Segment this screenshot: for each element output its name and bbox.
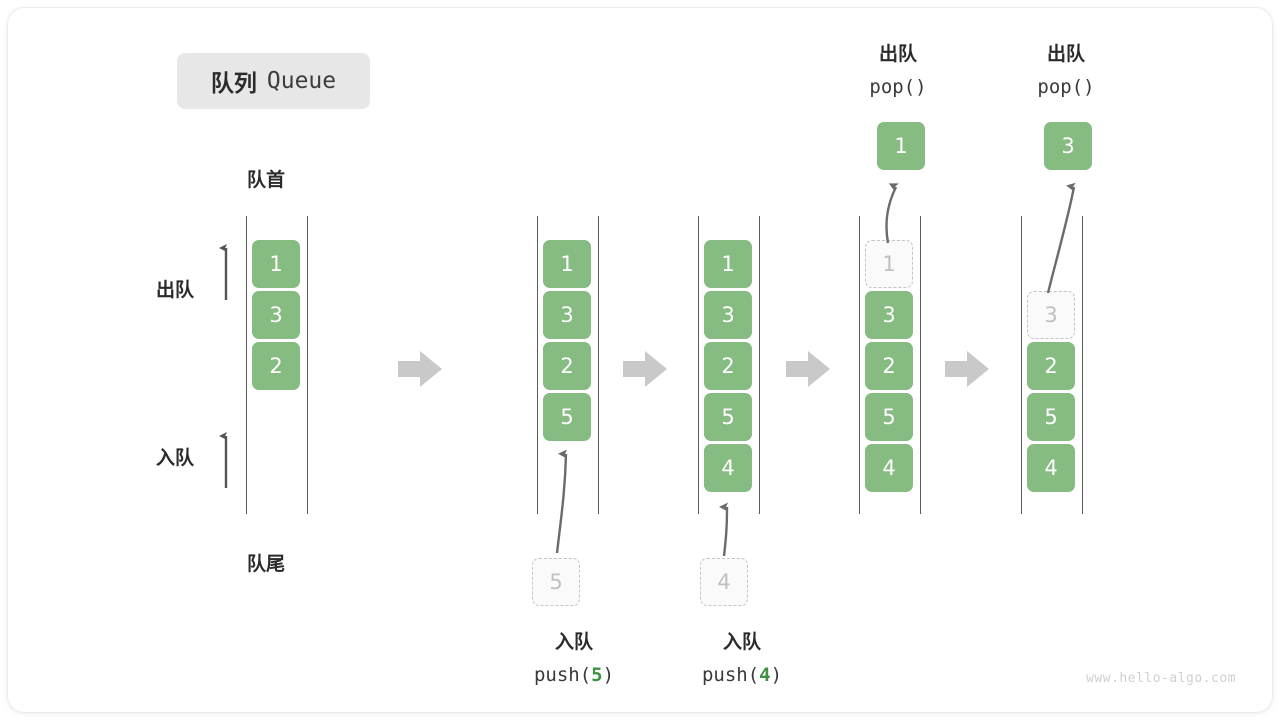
queue-cell: 3 — [252, 291, 300, 339]
title-cn: 队列 — [210, 70, 257, 96]
queue-cell: 5 — [1027, 393, 1075, 441]
popped-cell: 1 — [877, 122, 925, 170]
queue-stack-3: 1 3 2 5 4 — [704, 240, 752, 492]
step-arrow-icon — [945, 351, 989, 387]
incoming-ghost-cell: 4 — [700, 558, 748, 606]
direction-arrows — [219, 244, 228, 488]
queue-cell: 2 — [1027, 342, 1075, 390]
incoming-ghost-cell: 5 — [532, 558, 580, 606]
queue-cell: 1 — [543, 240, 591, 288]
queue-cell: 3 — [543, 291, 591, 339]
title-badge: 队列 Queue — [177, 53, 370, 109]
queue-rail-left-1 — [246, 216, 247, 514]
queue-cell: 5 — [704, 393, 752, 441]
queue-rail-left-2 — [537, 216, 538, 514]
watermark: www.hello-algo.com — [1086, 671, 1236, 686]
queue-rail-left-5 — [1021, 216, 1022, 514]
title-en: Queue — [266, 68, 337, 94]
queue-stack-5: 3 2 5 4 — [1027, 240, 1075, 492]
label-queue-head: 队首 — [247, 170, 286, 191]
caption-push-5: 入队 push(5) — [514, 626, 634, 693]
queue-cell: 2 — [252, 342, 300, 390]
queue-cell: 4 — [704, 444, 752, 492]
queue-rail-left-4 — [859, 216, 860, 514]
step-arrow-icon — [786, 351, 830, 387]
caption-code: pop() — [1037, 76, 1095, 99]
queue-cell: 3 — [865, 291, 913, 339]
code-num: 4 — [759, 664, 771, 687]
caption-pop-3: 出队 pop() — [1001, 38, 1131, 105]
caption-push-4: 入队 push(4) — [682, 626, 802, 693]
diagram-canvas: 队列 Queue 队首 队尾 出队 入队 1 3 2 1 3 2 — [8, 8, 1272, 712]
caption-cn: 出队 — [878, 44, 917, 65]
queue-rail-right-2 — [598, 216, 599, 514]
queue-stack-2: 1 3 2 5 — [543, 240, 591, 441]
queue-rail-right-4 — [920, 216, 921, 514]
step-arrow-icon — [398, 351, 442, 387]
code-num: 5 — [591, 664, 603, 687]
code-prefix: push( — [701, 664, 760, 687]
push-arrow-5 — [555, 449, 568, 554]
caption-cn: 入队 — [554, 632, 593, 653]
code-suffix: ) — [602, 664, 615, 687]
queue-cell: 2 — [704, 342, 752, 390]
caption-code: pop() — [869, 76, 927, 99]
step-arrow-icon — [623, 351, 667, 387]
code-suffix: ) — [770, 664, 783, 687]
pop-arrow-3 — [1046, 182, 1076, 294]
label-queue-tail: 队尾 — [247, 554, 286, 575]
queue-cell-ghost: 3 — [1027, 291, 1075, 339]
queue-cell: 4 — [865, 444, 913, 492]
queue-cell: 5 — [865, 393, 913, 441]
pop-arrow-1 — [885, 183, 899, 244]
code-prefix: push( — [533, 664, 592, 687]
label-dequeue-direction: 出队 — [156, 280, 195, 301]
queue-stack-1: 1 3 2 — [252, 240, 300, 390]
caption-pop-1: 出队 pop() — [833, 38, 963, 105]
caption-cn: 出队 — [1046, 44, 1085, 65]
queue-cell-ghost: 1 — [865, 240, 913, 288]
popped-cell: 3 — [1044, 122, 1092, 170]
queue-cell: 2 — [865, 342, 913, 390]
queue-cell: 1 — [252, 240, 300, 288]
caption-code: push(5) — [514, 659, 634, 692]
queue-rail-right-1 — [307, 216, 308, 514]
queue-cell: 1 — [704, 240, 752, 288]
caption-code: push(4) — [682, 659, 802, 692]
queue-cell: 4 — [1027, 444, 1075, 492]
queue-rail-left-3 — [698, 216, 699, 514]
queue-cell: 3 — [704, 291, 752, 339]
label-enqueue-direction: 入队 — [156, 448, 195, 469]
queue-cell: 5 — [543, 393, 591, 441]
queue-rail-right-5 — [1082, 216, 1083, 514]
push-arrow-4 — [719, 502, 729, 557]
queue-stack-4: 1 3 2 5 4 — [865, 240, 913, 492]
queue-rail-right-3 — [759, 216, 760, 514]
caption-cn: 入队 — [722, 632, 761, 653]
queue-cell: 2 — [543, 342, 591, 390]
